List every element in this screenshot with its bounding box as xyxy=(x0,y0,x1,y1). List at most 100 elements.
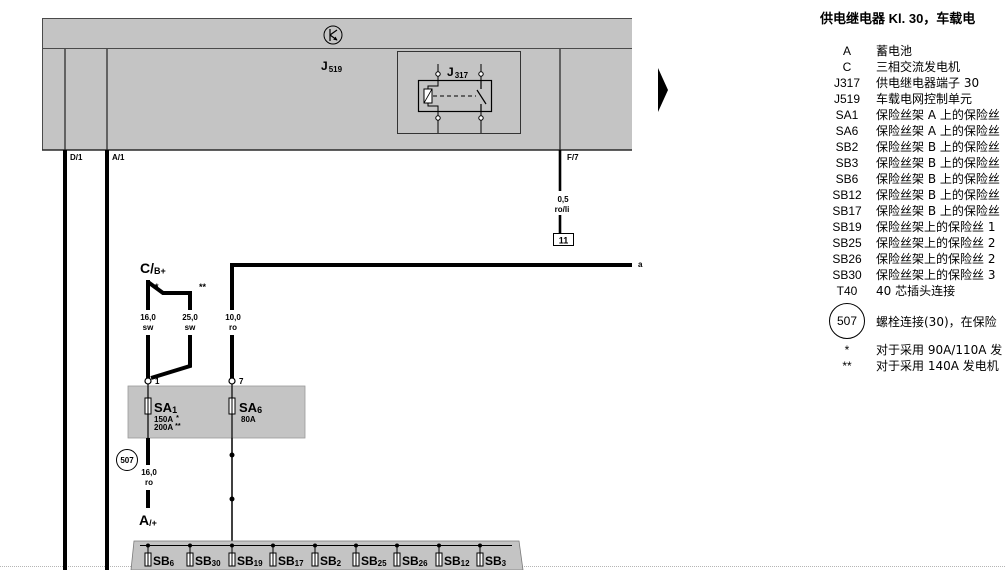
relay-j317: J317 xyxy=(397,51,521,134)
wire-generator-2-lower xyxy=(150,335,192,380)
battery-label: A/+ xyxy=(139,512,157,528)
wire-f7-color: ro/li xyxy=(555,205,570,214)
fuse-sb3-label: SB3 xyxy=(485,554,507,568)
connector-box: 11 xyxy=(553,233,574,246)
wire-battery-size: 16,0 xyxy=(141,468,157,477)
legend-note-row: *对于采用 90A/110A 发 xyxy=(818,342,1003,358)
legend-description: 保险丝架上的保险丝 2 xyxy=(876,252,996,266)
connector-box-label: 11 xyxy=(559,236,569,246)
transistor-symbol-icon xyxy=(323,25,343,45)
fuse-sb6-label: SB6 xyxy=(153,554,175,568)
junction-dot xyxy=(229,496,235,502)
legend-code: SB30 xyxy=(832,268,862,282)
fuse-sa1-sub: 1 xyxy=(172,405,177,415)
pin-label-f7: F/7 xyxy=(567,153,579,162)
fuse-sa1-symbol xyxy=(144,397,152,415)
legend-description: 保险丝架 B 上的保险丝 xyxy=(876,204,1000,218)
fuse-sub: 12 xyxy=(461,559,470,568)
legend-code: SB25 xyxy=(832,236,862,250)
relay-switch xyxy=(476,80,487,112)
legend-description: 保险丝架上的保险丝 2 xyxy=(876,236,996,250)
wire-sa6-color: ro xyxy=(229,323,237,332)
legend-code: SB2 xyxy=(835,140,859,154)
fuse-sb19-label: SB19 xyxy=(237,554,263,568)
legend-code: SB12 xyxy=(832,188,862,202)
control-unit-label-sub: 519 xyxy=(329,65,343,74)
control-unit-label-letter: J xyxy=(321,59,328,73)
pin-label-a1: A/1 xyxy=(112,153,125,162)
legend-code: J519 xyxy=(833,92,861,106)
legend-bolt-row: 507 螺栓连接(30)，在保险 xyxy=(818,303,997,339)
fuse-sa6-symbol xyxy=(228,397,236,415)
legend-row: SB2 保险丝架 B 上的保险丝 xyxy=(818,139,1000,155)
fuse-sb30: SB30 xyxy=(186,543,221,568)
legend-bolt-circle: 507 xyxy=(829,303,865,339)
legend-code: T40 xyxy=(836,284,858,298)
relay-pin-marker xyxy=(478,115,484,121)
fuse-sub: 2 xyxy=(337,559,342,568)
junction-dot xyxy=(229,452,235,458)
wire-generator-2-color: sw xyxy=(185,323,196,332)
relay-label: J317 xyxy=(447,65,469,80)
legend-code: SB19 xyxy=(832,220,862,234)
legend-description: 40 芯插头连接 xyxy=(876,284,956,298)
relay-pin-marker xyxy=(435,115,441,121)
fuse-sa6-label: SA6 xyxy=(239,400,262,415)
legend-description: 蓄电池 xyxy=(876,44,913,58)
pin-label-d1: D/1 xyxy=(70,153,83,162)
fuse-letter: SB xyxy=(485,554,502,568)
fuse-sb2: SB2 xyxy=(311,543,342,568)
legend-note-row: **对于采用 140A 发电机 xyxy=(818,358,1002,374)
legend-code: SB6 xyxy=(835,172,859,186)
relay-body xyxy=(417,79,493,113)
legend-bolt-code: 507 xyxy=(818,303,876,339)
fuse-sa1-rating-1-value: 150A xyxy=(154,415,173,424)
battery-label-main: A xyxy=(139,512,149,528)
legend-description: 保险丝架上的保险丝 1 xyxy=(876,220,996,234)
legend-description: 保险丝架 B 上的保险丝 xyxy=(876,140,1000,154)
generator-label-main: C/ xyxy=(140,260,154,276)
legend-code: SB3 xyxy=(835,156,859,170)
relay-label-sub: 317 xyxy=(455,71,469,80)
legend-code: SB26 xyxy=(832,252,862,266)
legend-code: C xyxy=(842,60,852,74)
fuse-letter: SB xyxy=(278,554,295,568)
fuse-sa6-rating: 80A xyxy=(241,415,256,424)
legend-code: SA1 xyxy=(835,108,859,122)
fuse-letter: SB xyxy=(320,554,337,568)
relay-frame xyxy=(397,51,521,134)
fuse-sb12: SB12 xyxy=(435,543,470,568)
fuse-sb12-label: SB12 xyxy=(444,554,470,568)
fuse-letter: SB xyxy=(153,554,170,568)
fuse-sub: 19 xyxy=(254,559,263,568)
legend-notes: *对于采用 90A/110A 发 **对于采用 140A 发电机 xyxy=(818,342,1002,374)
legend-description: 保险丝架 B 上的保险丝 xyxy=(876,188,1000,202)
bolt-507: 507 xyxy=(116,449,138,471)
fuse-sa1-rating-1: 150A* xyxy=(154,415,179,424)
fuse-sub: 26 xyxy=(419,559,428,568)
fuse-sub: 17 xyxy=(295,559,304,568)
generator-label-sub: B+ xyxy=(154,266,166,276)
fuse-holder-b: SB6 SB30 SB19 SB17 SB2 xyxy=(130,540,524,570)
generator-note-left: * xyxy=(155,282,159,292)
fuse-sub: 3 xyxy=(502,559,507,568)
wire-generator-2-upper xyxy=(146,280,192,310)
fuse-sub: 6 xyxy=(170,559,175,568)
legend-note-code: * xyxy=(844,343,850,357)
fuse-letter: SB xyxy=(195,554,212,568)
relay-pin-marker xyxy=(435,71,441,77)
wire-generator-1-size: 16,0 xyxy=(140,313,156,322)
legend-description: 保险丝架 B 上的保险丝 xyxy=(876,172,1000,186)
fuse-sa1-letter: SA xyxy=(154,400,173,415)
legend-row: SB12 保险丝架 B 上的保险丝 xyxy=(818,187,1000,203)
fuse-letter: SB xyxy=(402,554,419,568)
legend-title: 供电继电器 Kl. 30，车载电 xyxy=(820,11,976,26)
legend-code: SA6 xyxy=(835,124,859,138)
